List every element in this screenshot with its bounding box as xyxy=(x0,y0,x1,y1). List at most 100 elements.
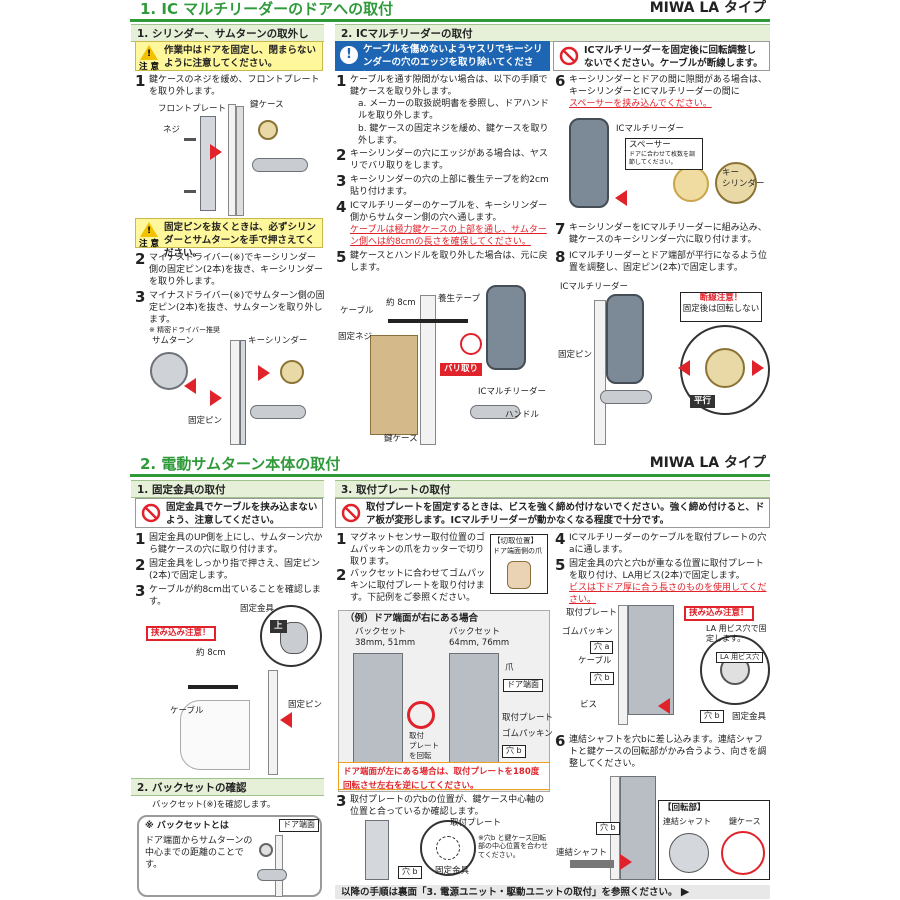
s1-c2-step5: 5 鍵ケースとハンドルを取り外した場合は、元に戻します。 xyxy=(336,248,548,274)
section2-title: 2. 電動サムターン本体の取付 xyxy=(140,455,341,473)
label-cable-3: ケーブル xyxy=(578,656,612,666)
label-rotate: 取付 プレート を回転 xyxy=(409,731,439,761)
spacer-note-box: スペーサー ドアに合わせて枚数を調節してください。 xyxy=(625,138,703,170)
section1-type: MIWA LA タイプ xyxy=(649,0,766,16)
label-lock-case-2: 鍵ケース xyxy=(384,434,418,444)
label-packing: ゴムパッキン xyxy=(502,729,553,739)
s1-c1-figure-pins xyxy=(140,330,325,445)
label-la-screw: LA 用ビス穴で固定します。 xyxy=(706,624,767,643)
s1-c2-step1: 1 ケーブルを通す隙間がない場合は、以下の手順で鍵ケースを取り外します。 a. … xyxy=(336,72,549,146)
section2-header: 2. 電動サムターン本体の取付 MIWA LA タイプ xyxy=(130,455,770,477)
label-spacer: スペーサー xyxy=(629,140,671,150)
s2-c3-step4: 4 ICマルチリーダーのケーブルを取付プレートの穴aに通します。 xyxy=(555,530,767,556)
rot-title: 【回転部】 xyxy=(663,803,706,813)
tag-hole-b-3: 穴 b xyxy=(590,672,614,685)
section2-type: MIWA LA タイプ xyxy=(649,455,766,471)
cut-sub: ドア端面側の爪 xyxy=(493,547,542,555)
s2-c2-step2: 2 バックセットに合わせてゴムパッキンに取付プレートを取り付けます。下記例をご参… xyxy=(336,566,486,604)
s2-c1-step1: 1 固定金具のUP側を上にし、サムターン穴から鍵ケースの穴に取り付けます。 xyxy=(135,530,323,556)
info-icon: ! xyxy=(340,46,358,64)
label-ic-reader: ICマルチリーダー xyxy=(478,387,546,397)
label-align-note: ※穴b と鍵ケース回転部の中心位置を合わせてください。 xyxy=(478,834,548,859)
tag-hole-b-2: 穴 b xyxy=(398,866,422,879)
label-thumbturn: サムターン xyxy=(152,336,194,346)
label-bracket-2: 固定金具 xyxy=(435,866,470,876)
label-screw: ネジ xyxy=(163,125,181,135)
label-ic-reader-3: ICマルチリーダー xyxy=(560,282,628,292)
tag-door-edge-2: ドア端面 xyxy=(503,679,543,692)
rot-case: 鍵ケース xyxy=(729,817,761,826)
label-shaft: 連結シャフト xyxy=(556,848,608,858)
footer-note: 以降の手順は裏面「3. 電源ユニット・駆動ユニットの取付」を参照ください。 ▶ xyxy=(335,885,770,899)
section1-title: 1. IC マルチリーダーのドアへの取付 xyxy=(140,0,394,18)
label-cable-2: ケーブル xyxy=(170,706,204,716)
label-plate-2: 取付プレート xyxy=(450,818,502,828)
label-cable: ケーブル xyxy=(340,306,374,316)
label-front-plate: フロントプレート xyxy=(158,104,227,114)
backset-info-box: ※ バックセットとは ドア端面からサムターンの中心までの距離のことです。 ドア端… xyxy=(137,815,322,897)
tag-la-hole: LA 用ビス穴 xyxy=(716,652,764,664)
s1-c3-figure-parallel xyxy=(560,280,770,450)
s1-c2-step3: 3 キーシリンダーの穴の上部に養生テープを約2cm貼り付けます。 xyxy=(336,172,549,198)
s1-c3-step8: 8 ICマルチリーダーとドア端部が平行になるよう位置を調整し、固定ピン(2本)で… xyxy=(555,248,767,274)
label-handle: ハンドル xyxy=(505,410,540,420)
s2-c2-figure-align xyxy=(360,818,550,882)
tag-pinch: 挟み込み注意！ xyxy=(146,626,216,642)
s2-c3-step6: 6 連結シャフトを穴bに差し込みます。連結シャフトと鍵ケースの回転部がかみ合うよ… xyxy=(555,732,767,770)
label-bracket: 固定金具 xyxy=(240,604,275,614)
prohibition-icon xyxy=(341,503,361,523)
example-panel: （例）ドア端面が右にある場合 バックセット 38mm, 51mm バックセット … xyxy=(338,610,554,792)
s1-c2-step4: 4 ICマルチリーダーのケーブルを、キーシリンダー側からサムターン側の穴へ通しま… xyxy=(336,198,548,248)
prohibition-icon xyxy=(559,46,579,66)
label-key-cylinder-2: キー シリンダー xyxy=(722,168,765,190)
s1-c1-step1: 1 鍵ケースのネジを緩め、フロントプレートを取り外します。 xyxy=(135,72,320,98)
label-ic-reader-2: ICマルチリーダー xyxy=(616,124,684,134)
label-plate-3: 取付プレート xyxy=(566,608,618,618)
rot-shaft: 連結シャフト xyxy=(663,817,711,826)
tag-hole-b: 穴 b xyxy=(502,745,526,758)
label-fixing-pin-2: 固定ピン xyxy=(558,350,593,360)
s1-c3-step6: 6 キーシリンダーとドアの間に隙間がある場合は、キーシリンダーとICマルチリーダ… xyxy=(555,72,767,110)
s2-c1-step2: 2 固定金具をしっかり指で押さえ、固定ピン(2本)で固定します。 xyxy=(135,556,321,582)
arrow-right-icon: ▶ xyxy=(680,885,690,898)
warning-icon: ! xyxy=(140,45,158,60)
tag-hole-b-4: 穴 b xyxy=(700,710,724,723)
s1-col1-header: 1. シリンダー、サムターンの取外し xyxy=(131,24,324,42)
label-plate: 取付プレート xyxy=(502,713,554,723)
s1-c1-figure-front-plate xyxy=(140,98,320,218)
s2-col2-header: 3. 取付プレートの取付 xyxy=(335,480,770,498)
s1-c2-step2: 2 キーシリンダーの穴にエッジがある場合は、ヤスリでバリ取りをします。 xyxy=(336,146,548,172)
tag-door-edge: ドア端面 xyxy=(279,819,319,832)
prohibition-icon xyxy=(141,503,161,523)
backset-text: バックセット(※)を確認します。 xyxy=(152,800,276,810)
label-packing-2: ゴムパッキン xyxy=(562,627,613,637)
s2-c3-step5: 5 固定金具の穴と穴bが重なる位置に取付プレートを取り付け、LA用ビス(2本)で… xyxy=(555,556,767,606)
s2-c3-figure-plate xyxy=(560,600,770,730)
s2-c2-step1: 1 マグネットセンサー取付位置のゴムパッキンの爪をカッターで切り取ります。 xyxy=(336,530,486,568)
label-fixing-screw: 固定ネジ xyxy=(338,332,373,342)
s1-col2-prohibition: ICマルチリーダーを固定後に回転調整しないでください。ケーブルが断線します。 xyxy=(553,41,770,71)
label-approx-8cm: 約 8cm xyxy=(386,298,416,308)
orange-note: ドア端面が左にある場合は、取付プレートを180度回転させ左右を逆にしてください。 xyxy=(338,762,550,791)
label-bracket-3: 固定金具 xyxy=(732,712,767,722)
s1-c1-step2: 2 マイナスドライバー(※)でキーシリンダー側の固定ピン(2本)を抜き、キーシリ… xyxy=(135,250,323,288)
tag-hole-b-5: 穴 b xyxy=(596,822,620,835)
cut-position-box: 【切取位置】 ドア端面側の爪 xyxy=(490,534,548,594)
label-key-cylinder: キーシリンダー xyxy=(248,336,308,346)
s1-col2-header: 2. ICマルチリーダーの取付 xyxy=(335,24,770,42)
s1-c2-figure-cable xyxy=(340,285,550,450)
label-bs1: バックセット 38mm, 51mm xyxy=(355,627,416,649)
example-title: （例）ドア端面が右にある場合 xyxy=(345,613,479,624)
s2-c2-step3: 3 取付プレートの穴bの位置が、鍵ケース中心軸の位置と合っているか確認します。 xyxy=(336,792,545,818)
s2-col2-prohibition: 取付プレートを固定するときは、ビスを強く締め付けないでください。強く締め付けると… xyxy=(335,498,770,528)
cut-title: 【切取位置】 xyxy=(493,536,538,545)
section1-header: 1. IC マルチリーダーのドアへの取付 MIWA LA タイプ xyxy=(130,0,770,22)
s2-c1-step3: 3 ケーブルが約8cm出ていることを確認します。 xyxy=(135,582,321,608)
rotation-part-box: 【回転部】 連結シャフト 鍵ケース xyxy=(658,800,770,880)
s2-col1-prohibition: 固定金具でケーブルを挟み込まないよう、注意してください。 xyxy=(135,498,323,528)
label-approx-8cm-2: 約 8cm xyxy=(196,648,226,658)
label-bs2: バックセット 64mm, 76mm xyxy=(449,627,510,649)
tag-parallel: 平行 xyxy=(690,395,716,409)
tag-hole-a: 穴 a xyxy=(590,641,614,654)
s2-c1-figure-bracket xyxy=(140,600,325,775)
